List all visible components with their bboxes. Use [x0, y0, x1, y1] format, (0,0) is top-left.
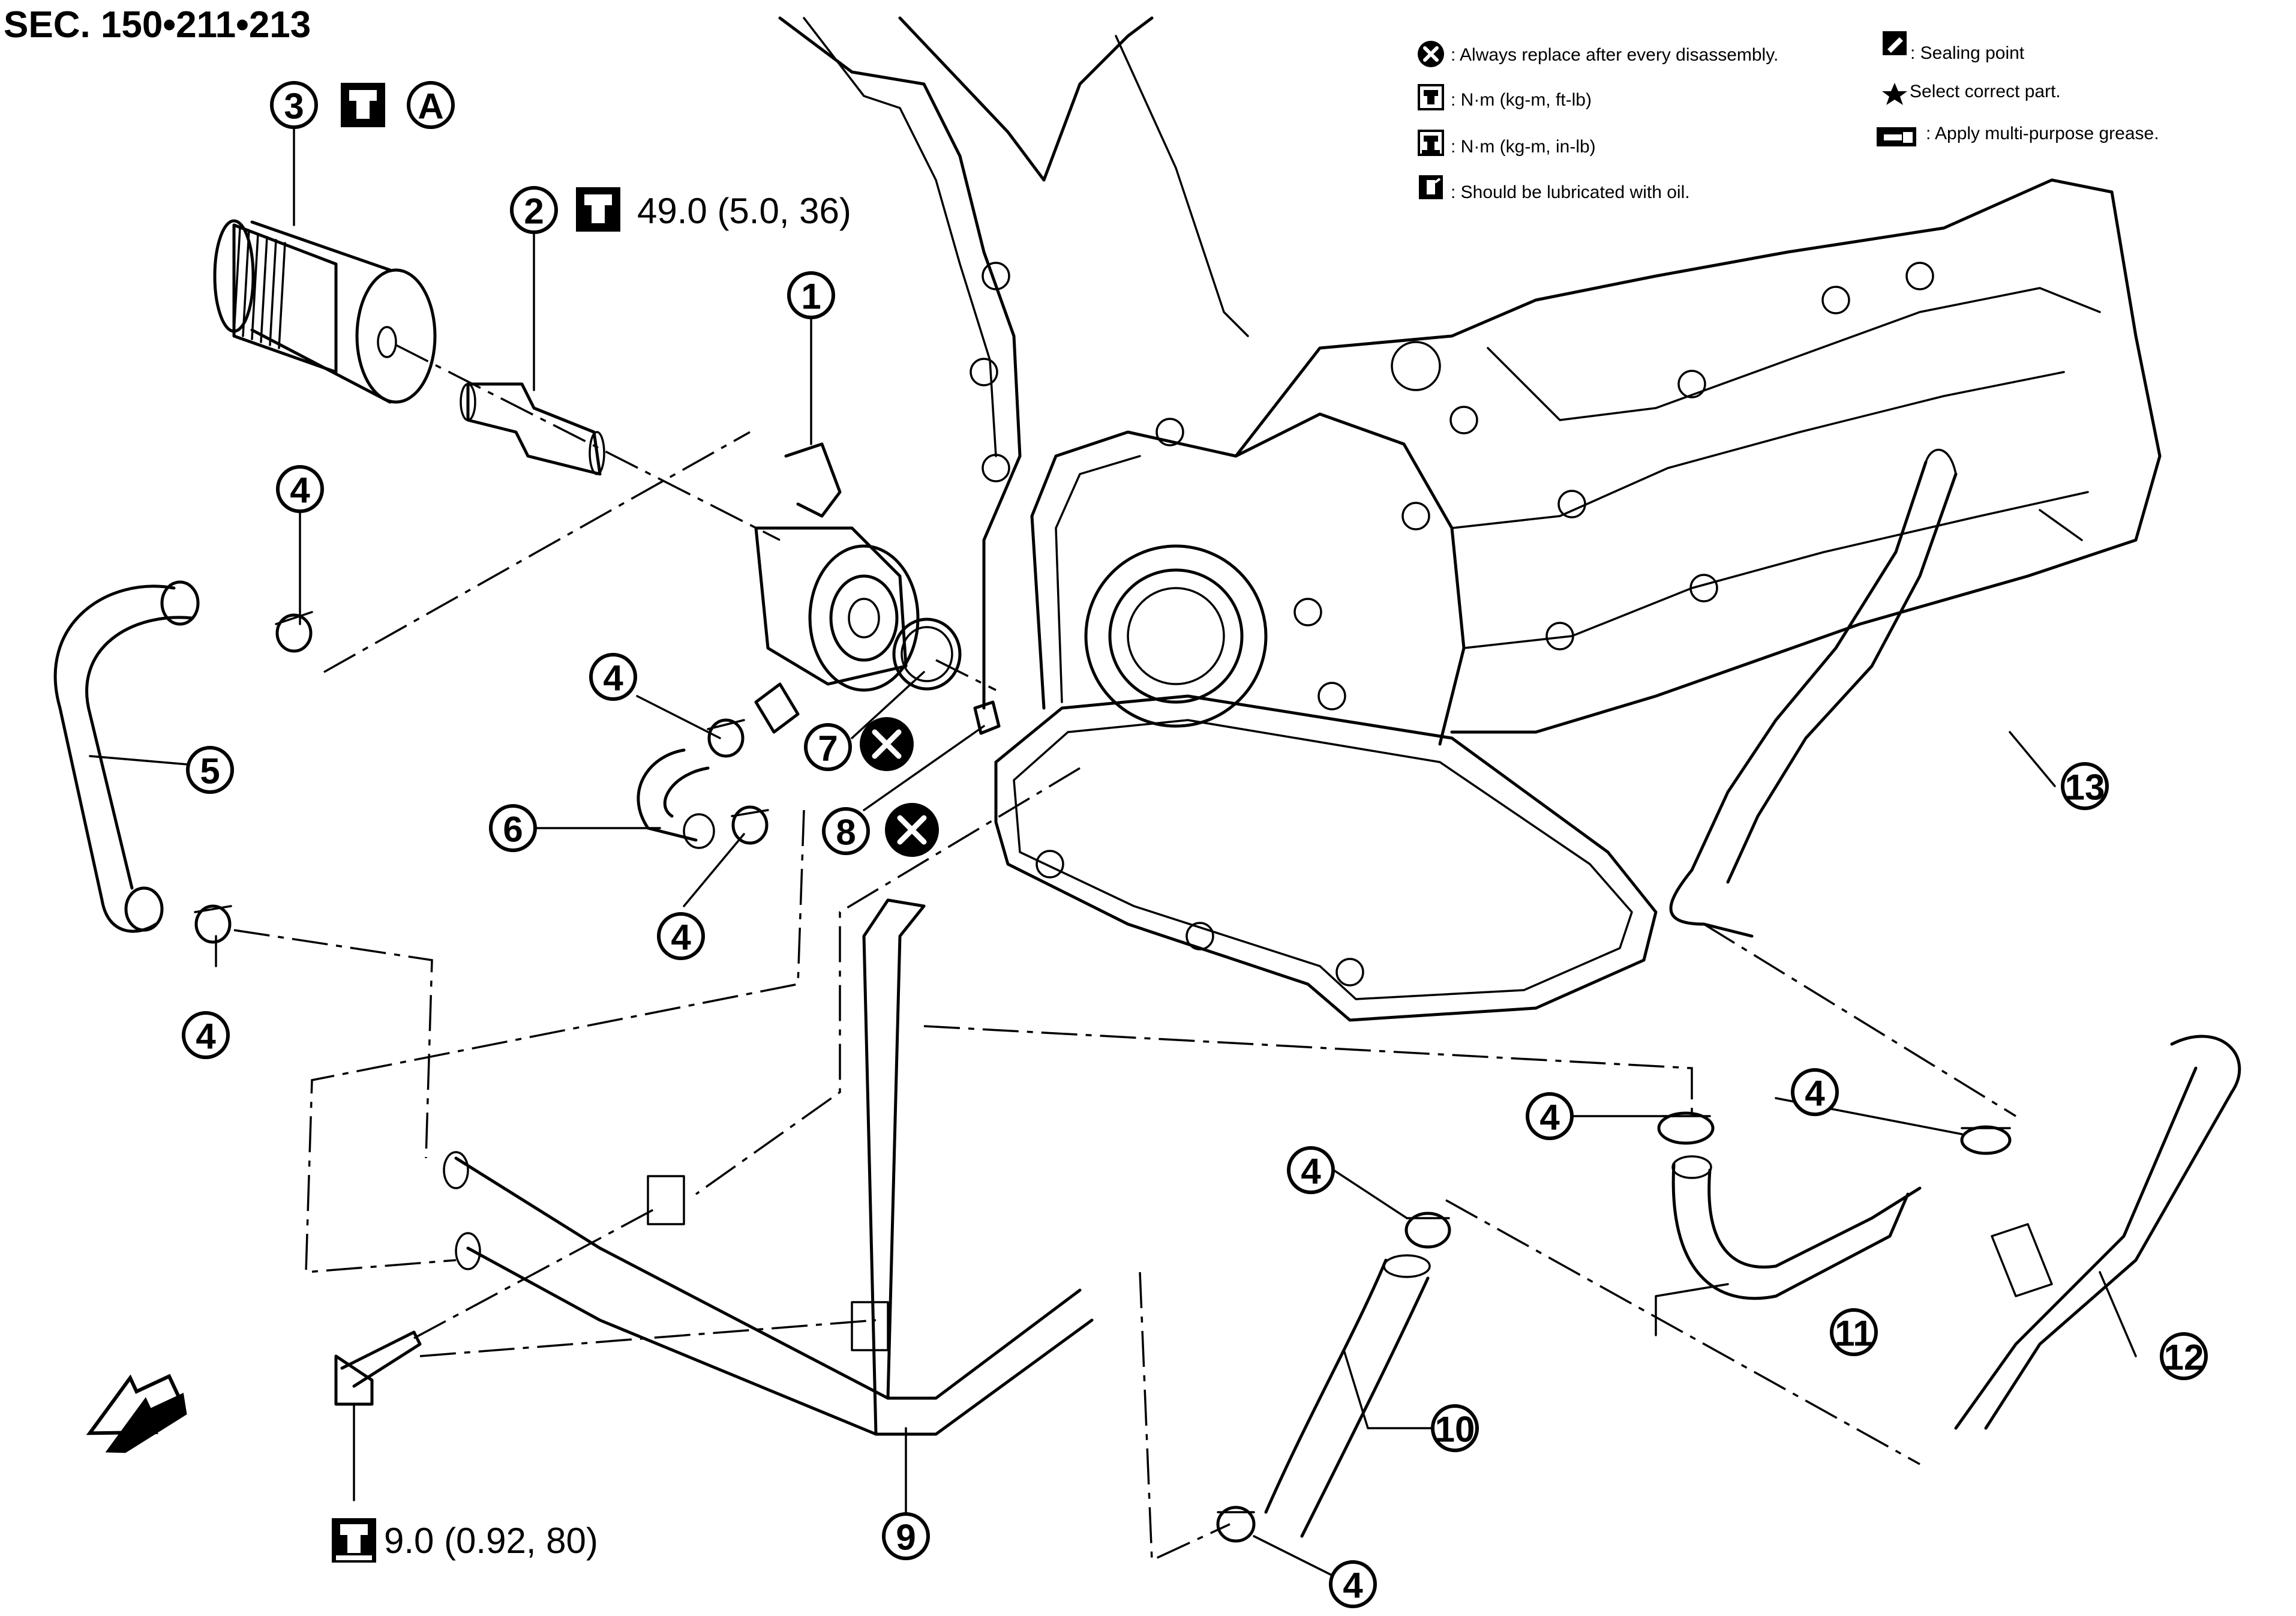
svg-text:4: 4	[671, 918, 691, 958]
legend-select: Select correct part.	[1910, 82, 2061, 101]
connector-bolt-torque: 49.0 (5.0, 36)	[637, 191, 851, 231]
svg-text:4: 4	[1343, 1566, 1363, 1606]
assembly-lines	[233, 344, 2016, 1562]
water-hose-6	[637, 748, 715, 849]
clamp-bolt-torque: 9.0 (0.92, 80)	[384, 1521, 598, 1561]
legend: : Always replace after every disassembly…	[1418, 31, 2159, 202]
legend-sealing: : Sealing point	[1910, 43, 2025, 63]
sealant-tube-icon	[1883, 31, 1907, 55]
wrench-socket-icon	[341, 83, 385, 127]
plug	[973, 700, 1001, 735]
callout-9: 9	[882, 1512, 930, 1560]
callout-7: 7	[804, 723, 852, 771]
callout-4: 4	[1329, 1560, 1377, 1608]
svg-text:10: 10	[1435, 1410, 1475, 1450]
star-icon	[1882, 83, 1907, 105]
hose-clamp	[1960, 1125, 2012, 1155]
legend-torque-ftlb: : N·m (kg-m, ft-lb)	[1451, 90, 1592, 110]
section-title: SEC. 150•211•213	[4, 4, 311, 46]
callout-4: 4	[1791, 1068, 1839, 1116]
oil-filter	[213, 219, 437, 404]
hose-clamp	[731, 805, 769, 845]
callout-4: 4	[657, 912, 705, 960]
legend-grease: : Apply multi-purpose grease.	[1926, 124, 2159, 143]
water-hose-11	[1671, 1155, 1922, 1300]
callout-13: 13	[2061, 762, 2109, 810]
svg-text:4: 4	[290, 470, 310, 511]
svg-text:7: 7	[818, 728, 838, 769]
circled-x-icon	[885, 803, 939, 857]
callout-4: 4	[1287, 1146, 1335, 1194]
hose-clamp	[1216, 1506, 1256, 1543]
svg-text:4: 4	[1301, 1152, 1321, 1192]
wrench-socket-inlb-icon	[332, 1518, 376, 1563]
svg-text:3: 3	[284, 86, 304, 127]
wrench-socket-icon	[1418, 84, 1444, 110]
front-arrow-icon	[86, 1374, 187, 1453]
circled-x-icon	[860, 717, 914, 771]
svg-text:4: 4	[196, 1017, 216, 1057]
callout-6: 6	[489, 804, 537, 852]
svg-text:11: 11	[1835, 1314, 1872, 1354]
hose-clamps	[194, 611, 2012, 1543]
water-hose-5	[53, 580, 200, 933]
legend-torque-inlb: : N·m (kg-m, in-lb)	[1451, 137, 1596, 157]
hose-clamp	[1657, 1111, 1715, 1145]
hose-clamp	[194, 904, 232, 944]
connector-bolt	[460, 382, 605, 476]
callout-4: 4	[1526, 1092, 1574, 1140]
water-pipe-12	[1954, 1035, 2241, 1430]
svg-text:2: 2	[524, 191, 544, 232]
o-ring	[892, 617, 962, 691]
hose-clamp	[707, 718, 745, 758]
circled-x-icon	[1418, 41, 1444, 67]
callout-1: 1	[787, 271, 835, 319]
callout-5: 5	[186, 746, 234, 794]
water-hose-10	[1264, 1254, 1431, 1538]
o-ring-inner	[901, 626, 953, 682]
clamp-bolt	[334, 1330, 422, 1406]
svg-text:4: 4	[1805, 1074, 1825, 1114]
svg-text:9: 9	[896, 1518, 916, 1558]
callout-12: 12	[2160, 1332, 2208, 1380]
oil-can-icon	[1419, 175, 1443, 199]
wrench-socket-icon	[576, 187, 620, 232]
legend-replace: : Always replace after every disassembly…	[1451, 45, 1778, 65]
engine-block	[778, 16, 2162, 1022]
hose-clamp	[1404, 1212, 1451, 1249]
legend-lubricate: : Should be lubricated with oil.	[1451, 182, 1690, 202]
wrench-socket-inlb-icon	[1418, 130, 1444, 156]
grease-gun-icon	[1877, 127, 1916, 146]
callout-4: 4	[589, 653, 637, 701]
svg-text:8: 8	[836, 813, 856, 853]
hose-clamp	[275, 611, 313, 653]
svg-text:4: 4	[603, 658, 623, 698]
oil-cooler	[754, 442, 920, 734]
callout-8: 8	[822, 807, 870, 855]
svg-text:4: 4	[1539, 1098, 1560, 1138]
callout-11: 11	[1830, 1308, 1878, 1356]
callout-2: 2	[510, 186, 558, 234]
callout-a-mark: A	[407, 81, 455, 129]
svg-text:5: 5	[200, 751, 220, 791]
water-pipe-13	[1669, 448, 2083, 938]
svg-text:13: 13	[2065, 767, 2105, 808]
water-pipe-9	[443, 898, 1094, 1436]
svg-text:1: 1	[801, 277, 821, 317]
callout-4: 4	[276, 465, 324, 513]
callout-3: 3	[270, 81, 318, 129]
svg-text:A: A	[418, 86, 443, 127]
callout-4: 4	[182, 1011, 230, 1059]
svg-text:12: 12	[2164, 1338, 2204, 1378]
leader-lines	[89, 125, 2137, 1585]
callout-10: 10	[1431, 1404, 1479, 1452]
svg-text:6: 6	[503, 810, 523, 850]
